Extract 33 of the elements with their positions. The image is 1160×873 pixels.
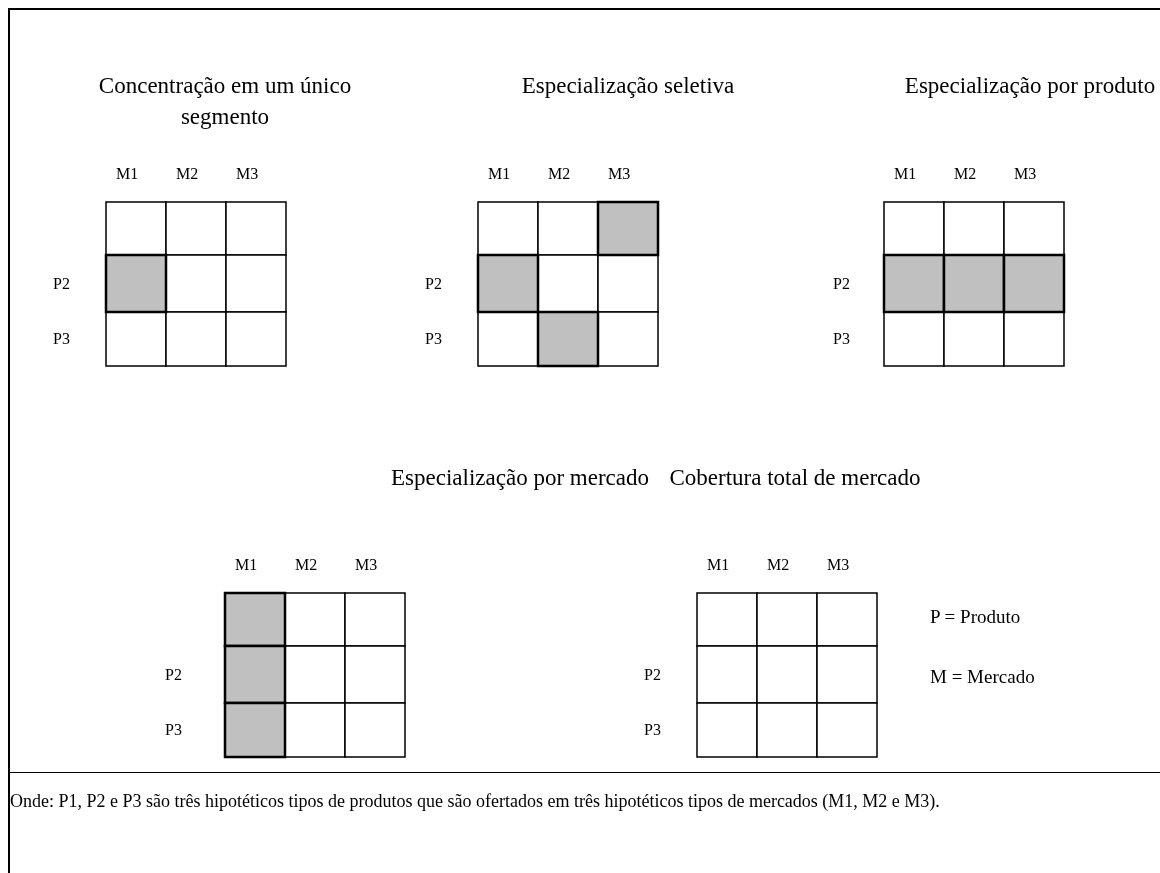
column-label: M3 (608, 164, 631, 184)
column-label: M2 (954, 164, 977, 184)
column-label: M1 (488, 164, 511, 184)
column-label: M3 (1014, 164, 1037, 184)
column-label: M1 (894, 164, 917, 184)
column-label: M2 (295, 555, 318, 575)
row-label: P2 (425, 273, 442, 294)
panel-title: Concentração em um único segmento (97, 72, 353, 131)
column-label: M2 (176, 164, 199, 184)
caption: Onde: P1, P2 e P3 são três hipotéticos tipos de produtos que são ofertados em três hipotéticos tipos de mercados (M1, M2 e M3). (10, 790, 941, 813)
row-label: P2 (53, 273, 70, 294)
column-label: M3 (355, 555, 378, 575)
column-label: M3 (827, 555, 850, 575)
column-label: M1 (235, 555, 258, 575)
column-label: M1 (116, 164, 139, 184)
panel-title: Especialização por produto (903, 72, 1157, 100)
column-label: M2 (767, 555, 790, 575)
panel-title: Cobertura total de mercado (668, 464, 922, 492)
panel-title: Especialização por mercado (390, 464, 650, 492)
row-label: P3 (165, 720, 182, 740)
row-label: P3 (644, 720, 661, 740)
row-label: P2 (833, 273, 850, 294)
column-label: M2 (548, 164, 571, 184)
row-label: P2 (165, 664, 182, 685)
row-label: P3 (833, 329, 850, 349)
row-label: P3 (53, 329, 70, 349)
key-note: P = Produto (930, 605, 1021, 629)
panel-title: Especialização seletiva (520, 72, 736, 100)
column-label: M1 (707, 555, 730, 575)
row-label: P2 (644, 664, 661, 685)
key-note: M = Mercado (930, 665, 1035, 689)
row-label: P3 (425, 329, 442, 349)
column-label: M3 (236, 164, 259, 184)
